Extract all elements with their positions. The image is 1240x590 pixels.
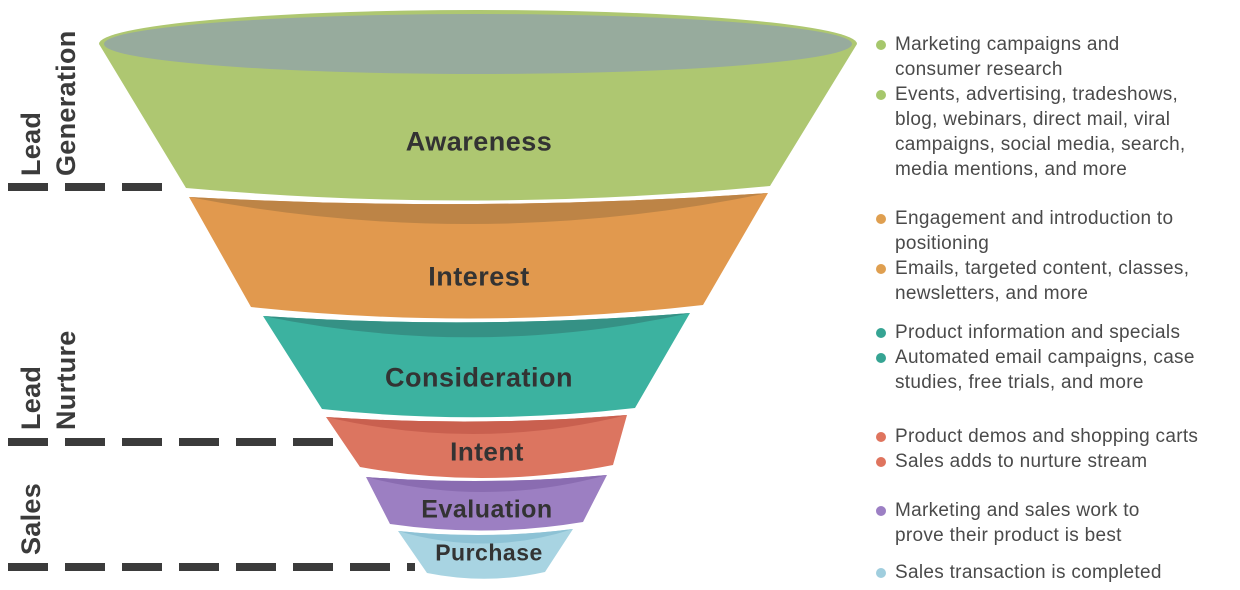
funnel-stage-consideration-lip <box>263 313 690 338</box>
stage-label-consideration: Consideration <box>384 362 574 393</box>
bullet-group-awareness: Marketing campaigns and consumer researc… <box>876 32 1240 182</box>
bullet-text: Sales transaction is completed <box>895 562 1162 583</box>
phase-label-lead-nurture: Lead Nurture <box>16 330 81 430</box>
funnel-stage-interest-lip <box>189 193 768 225</box>
list-item: Automated email campaigns, case studies,… <box>876 345 1240 395</box>
bullet-group-evaluation: Marketing and sales work to prove their … <box>876 498 1240 548</box>
funnel-stage-intent-lip <box>326 415 627 435</box>
bullet-dot-icon <box>876 328 886 338</box>
funnel-stage-intent <box>326 415 627 479</box>
stage-label-intent: Intent <box>450 436 524 467</box>
funnel-stage-purchase <box>398 529 573 579</box>
bullet-text: Engagement and introduction to positioni… <box>895 208 1174 254</box>
list-item: Product information and specials <box>876 320 1240 345</box>
bullet-text: Emails, targeted content, classes, newsl… <box>895 258 1190 304</box>
stage-label-purchase: Purchase <box>435 539 543 566</box>
bullet-text: Sales adds to nurture stream <box>895 451 1148 472</box>
phase-divider-lead-nurture <box>8 438 335 446</box>
stage-label-awareness: Awareness <box>405 126 553 157</box>
stage-label-interest: Interest <box>428 261 530 292</box>
funnel-stage-interest <box>189 193 768 319</box>
bullet-dot-icon <box>876 90 886 100</box>
funnel-stage-purchase-lip <box>398 529 573 544</box>
list-item: Sales transaction is completed <box>876 560 1240 585</box>
bullet-text: Product information and specials <box>895 322 1181 343</box>
funnel-stage-evaluation-lip <box>366 475 607 493</box>
list-item: Events, advertising, tradeshows, blog, w… <box>876 82 1240 182</box>
bullet-text: Automated email campaigns, case studies,… <box>895 347 1195 393</box>
bullet-text: Marketing and sales work to prove their … <box>895 500 1140 546</box>
funnel-opening <box>104 14 852 74</box>
bullet-group-interest: Engagement and introduction to positioni… <box>876 206 1240 306</box>
phase-label-lead-generation: Lead Generation <box>16 30 81 176</box>
stage-label-evaluation: Evaluation <box>421 495 553 524</box>
bullet-dot-icon <box>876 353 886 363</box>
bullet-text: Product demos and shopping carts <box>895 426 1199 447</box>
bullet-dot-icon <box>876 506 886 516</box>
phase-divider-lead-generation <box>8 183 178 191</box>
list-item: Engagement and introduction to positioni… <box>876 206 1240 256</box>
bullet-group-consideration: Product information and specials Automat… <box>876 320 1240 395</box>
bullet-text: Marketing campaigns and consumer researc… <box>895 34 1120 80</box>
bullet-dot-icon <box>876 40 886 50</box>
bullet-dot-icon <box>876 264 886 274</box>
bullet-group-purchase: Sales transaction is completed <box>876 560 1240 585</box>
phase-divider-sales <box>8 563 415 571</box>
funnel-stage-consideration <box>263 313 690 418</box>
list-item: Product demos and shopping carts <box>876 424 1240 449</box>
bullet-dot-icon <box>876 214 886 224</box>
bullet-text: Events, advertising, tradeshows, blog, w… <box>895 84 1186 180</box>
list-item: Marketing and sales work to prove their … <box>876 498 1240 548</box>
bullet-dot-icon <box>876 457 886 467</box>
bullet-dot-icon <box>876 432 886 442</box>
bullet-group-intent: Product demos and shopping carts Sales a… <box>876 424 1240 474</box>
bullet-dot-icon <box>876 568 886 578</box>
funnel-stage-evaluation <box>366 475 607 531</box>
list-item: Marketing campaigns and consumer researc… <box>876 32 1240 82</box>
phase-label-sales: Sales <box>16 482 46 555</box>
list-item: Sales adds to nurture stream <box>876 449 1240 474</box>
list-item: Emails, targeted content, classes, newsl… <box>876 256 1240 306</box>
